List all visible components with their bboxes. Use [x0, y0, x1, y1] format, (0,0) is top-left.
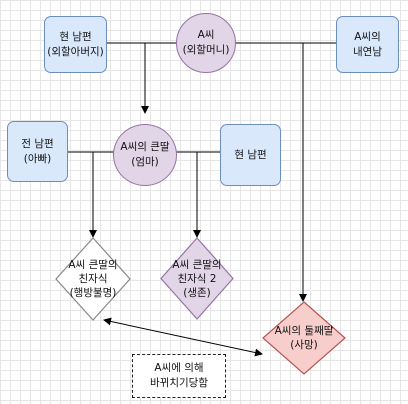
second-daughter-label: A씨의 둘째딸 (사망) [274, 325, 334, 351]
node-child-2[interactable]: A씨 큰딸의 친자식 2 (생존) [160, 237, 234, 320]
node-second-daughter[interactable]: A씨의 둘째딸 (사망) [262, 301, 346, 375]
child-2-label: A씨 큰딸의 친자식 2 (생존) [172, 258, 222, 299]
node-eldest-daughter-mother[interactable]: A씨의 큰딸 (엄마) [113, 124, 177, 186]
diamond-shape [160, 237, 234, 320]
diamond-shape [55, 237, 131, 321]
node-child-missing[interactable]: A씨 큰딸의 친자식 (행방불명) [55, 237, 131, 321]
node-current-husband-grandfather[interactable]: 현 남편 (외할아버지) [44, 16, 107, 73]
diamond-shape [262, 301, 346, 375]
node-ex-husband-father[interactable]: 전 남편 (아빠) [7, 121, 68, 182]
node-lover[interactable]: A씨의 내연남 [336, 16, 399, 73]
node-grandmother-a[interactable]: A씨 (외할머니) [176, 13, 236, 73]
swap-double-arrow [103, 317, 263, 357]
child-missing-label: A씨 큰딸의 친자식 (행방불명) [68, 259, 118, 299]
node-current-husband[interactable]: 현 남편 [220, 124, 281, 186]
swap-note[interactable]: A씨에 의해 바뀌치기당함 [132, 354, 226, 398]
